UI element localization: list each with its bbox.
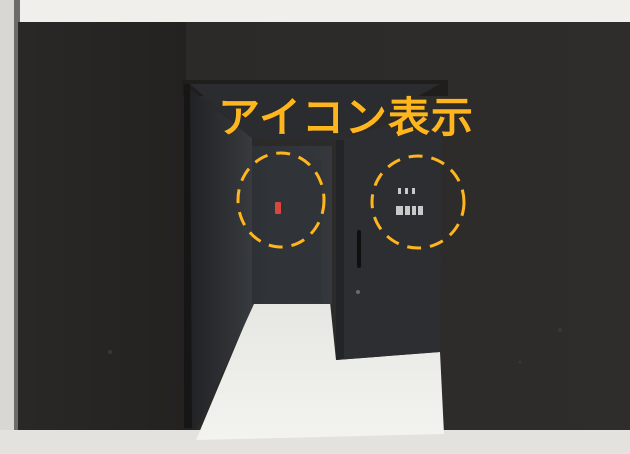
left-frame-strip <box>0 0 16 454</box>
main-wall-left <box>18 22 186 454</box>
accessible-restroom-pictogram-icon <box>396 188 423 215</box>
right-door-lock <box>356 290 360 294</box>
floor <box>0 430 630 454</box>
wall-spot <box>518 360 522 364</box>
overlay-caption: アイコン表示 <box>218 93 474 142</box>
right-door-panel <box>336 110 442 360</box>
corridor-left-wall-edge <box>184 84 192 428</box>
right-door-handle <box>357 230 361 268</box>
wall-spot <box>558 328 562 332</box>
highlight-circle-right <box>370 154 466 250</box>
left-frame-edge <box>14 0 20 454</box>
corridor-back-ceiling <box>190 84 440 142</box>
highlight-circle-left <box>236 151 326 249</box>
wall-spot <box>108 350 112 354</box>
right-door-edge <box>336 140 344 360</box>
restroom-sign-icon <box>275 202 281 214</box>
corridor-floor <box>196 302 444 440</box>
corridor-left-wall <box>184 84 254 430</box>
